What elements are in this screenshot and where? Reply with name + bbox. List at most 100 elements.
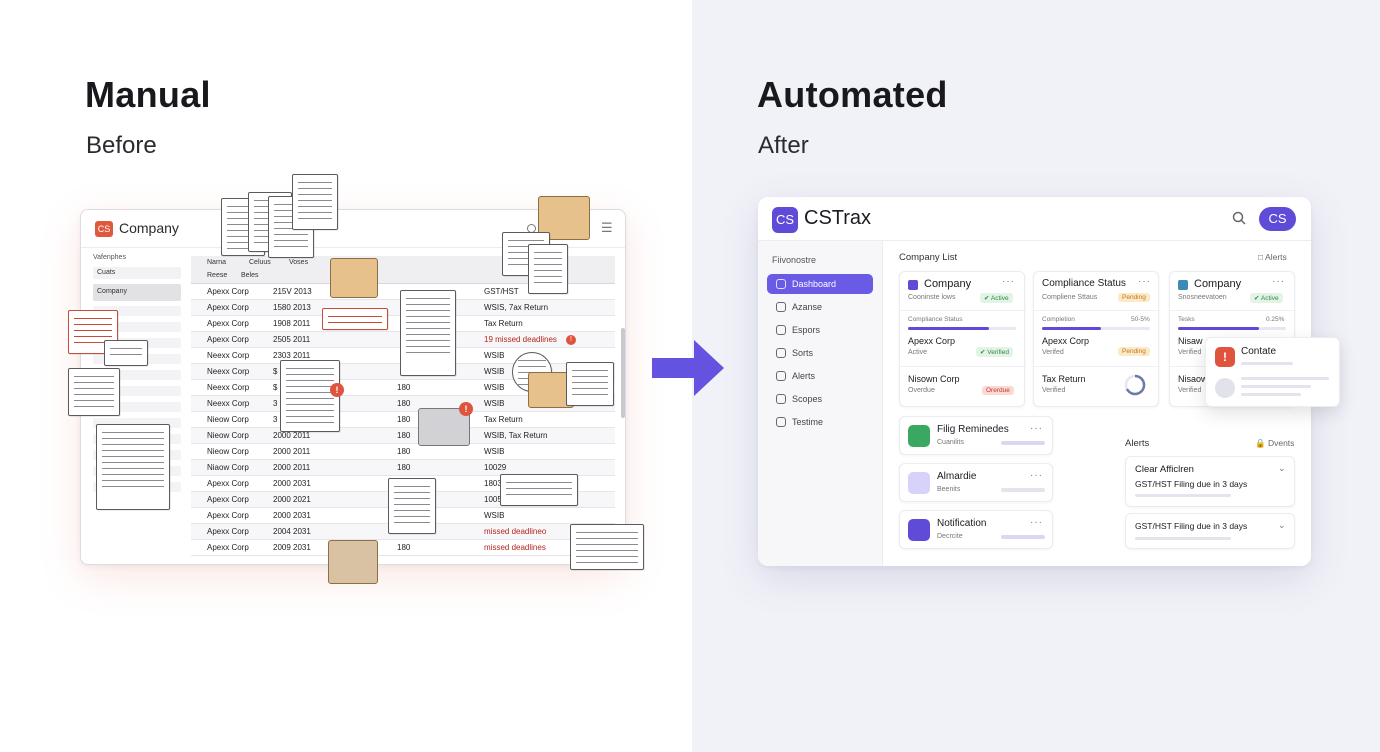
divider xyxy=(900,310,1026,311)
table-cell-name: Neexx Corp xyxy=(207,351,250,360)
table-cell-num: 180 xyxy=(397,415,411,424)
table-cell-num: 180 xyxy=(397,399,411,408)
table-cell-date: 1908 2011 xyxy=(273,319,311,328)
table-cell-name: Neexx Corp xyxy=(207,383,250,392)
user-avatar[interactable]: CS xyxy=(1259,207,1296,231)
table-cell-num: 180 xyxy=(397,431,411,440)
table-cell-name: Apexx Corp xyxy=(207,511,249,520)
manual-sidebar-item[interactable]: Cuats xyxy=(93,267,181,279)
before-subheading: Before xyxy=(86,132,157,159)
table-cell-status: 10029 xyxy=(484,463,507,472)
events-link-label: Dvents xyxy=(1267,438,1295,448)
more-options-icon[interactable]: ··· xyxy=(1002,276,1015,287)
arrow-right-icon xyxy=(652,340,724,396)
card-title: Compliance Status xyxy=(1042,278,1126,289)
table-cell-name: Niaow Corp xyxy=(207,463,249,472)
document-icon xyxy=(104,340,148,366)
alert-body: GST/HST Filing due in 3 days xyxy=(1135,479,1248,489)
calendar-icon xyxy=(776,417,786,427)
row-title: Nisaow xyxy=(1178,374,1208,384)
nav-dashboard[interactable]: Dashboard xyxy=(767,274,873,294)
nav-label: Scopes xyxy=(792,394,823,404)
nav-espors[interactable]: Espors xyxy=(767,320,873,340)
table-cell-status: Tax Return xyxy=(484,319,523,328)
status-badge-label: Active xyxy=(990,295,1009,302)
more-options-icon[interactable]: ··· xyxy=(1272,276,1285,287)
scrollbar[interactable] xyxy=(621,328,625,418)
search-icon[interactable] xyxy=(1232,211,1246,225)
table-cell-status: WSIS, 7ax Return xyxy=(484,303,549,312)
nav-label: Dashboard xyxy=(792,279,837,289)
alerts-link[interactable]: □ Alerts xyxy=(1258,252,1287,262)
column-header[interactable]: Celuus xyxy=(249,259,271,266)
table-cell-status: 1803 xyxy=(484,479,502,488)
alert-item[interactable]: GST/HST Filing due in 3 days ⌄ xyxy=(1125,513,1295,549)
cstrax-sidebar-heading: Fiivonostre xyxy=(772,255,817,265)
column-header[interactable]: Voses xyxy=(289,259,309,266)
compliance-status-card[interactable]: Compliance Status ··· Compliene Sttaus P… xyxy=(1033,271,1160,407)
table-cell-status: WSIB xyxy=(484,351,505,360)
table-cell-status: WSIB xyxy=(484,383,505,392)
nav-scopes[interactable]: Scopes xyxy=(767,389,873,409)
warning-document-icon xyxy=(322,308,388,330)
hamburger-menu-icon[interactable]: ☰ xyxy=(601,220,613,235)
subcolumn-header: Beles xyxy=(241,272,259,279)
table-cell-status: 19 missed deadlines xyxy=(484,335,557,344)
progress-value: 50-5% xyxy=(1131,316,1150,323)
nav-alerts[interactable]: Alerts xyxy=(767,366,873,386)
divider xyxy=(1034,366,1160,367)
document-icon xyxy=(388,478,436,534)
contact-popup[interactable]: ! Contate xyxy=(1205,337,1340,407)
widget-title: Almardie xyxy=(937,471,977,482)
column-header[interactable]: Narna xyxy=(207,259,227,266)
chevron-down-icon[interactable]: ⌄ xyxy=(1278,463,1287,473)
table-cell-name: Nieow Corp xyxy=(207,415,249,424)
more-options-icon[interactable]: ··· xyxy=(1030,423,1043,434)
divider xyxy=(1170,310,1296,311)
nav-label: Azanse xyxy=(792,302,823,312)
card-title: Company xyxy=(924,278,972,290)
nav-sorts[interactable]: Sorts xyxy=(767,343,873,363)
progress-fill xyxy=(1042,327,1102,330)
scope-icon xyxy=(776,394,786,404)
more-options-icon[interactable]: ··· xyxy=(1138,276,1151,287)
table-cell-status: Tax Return xyxy=(484,415,523,424)
company-card[interactable]: Company ··· Cooninste lows ✔ Active Comp… xyxy=(899,271,1026,407)
table-cell-date: 2000 2011 xyxy=(273,447,311,456)
sidebar-placeholder xyxy=(93,306,181,316)
events-link[interactable]: 🔒 Dvents xyxy=(1255,438,1295,448)
almardie-widget[interactable]: Almardie Beenits ··· xyxy=(899,463,1053,502)
manual-sidebar-item-active[interactable]: Company xyxy=(93,284,181,301)
progress-label: Completion xyxy=(1042,316,1075,323)
alerts-title: Alerts xyxy=(1125,438,1150,449)
divider xyxy=(900,366,1026,367)
filing-reminders-widget[interactable]: Filig Reminedes Cuanilits ··· xyxy=(899,416,1053,455)
more-options-icon[interactable]: ··· xyxy=(1030,517,1043,528)
status-badge-label: Active xyxy=(1260,295,1279,302)
alerts-link-label: Alerts xyxy=(1265,252,1287,262)
nav-testime[interactable]: Testime xyxy=(767,412,873,432)
status-badge: ✔ Verified xyxy=(976,347,1013,357)
more-options-icon[interactable]: ··· xyxy=(1030,470,1043,481)
alert-item[interactable]: Clear Afficlren GST/HST Filing due in 3 … xyxy=(1125,456,1295,507)
calendar-icon xyxy=(908,425,930,447)
folder-icon xyxy=(538,196,590,240)
card-subtitle: Compliene Sttaus xyxy=(1042,294,1098,301)
table-cell-status: missed deadlineo xyxy=(484,527,547,536)
notification-widget[interactable]: Notification Decrcite ··· xyxy=(899,510,1053,549)
after-subheading: After xyxy=(758,132,809,159)
manual-app-title: Company xyxy=(119,220,179,236)
document-icon xyxy=(566,362,614,406)
checklist-document-icon xyxy=(280,360,340,432)
table-cell-num: 180 xyxy=(397,447,411,456)
row-subtitle: Verified xyxy=(1178,387,1202,394)
nav-azanse[interactable]: Azanse xyxy=(767,297,873,317)
chevron-down-icon[interactable]: ⌄ xyxy=(1278,520,1287,530)
table-cell-status: WSIB, Tax Return xyxy=(484,431,548,440)
